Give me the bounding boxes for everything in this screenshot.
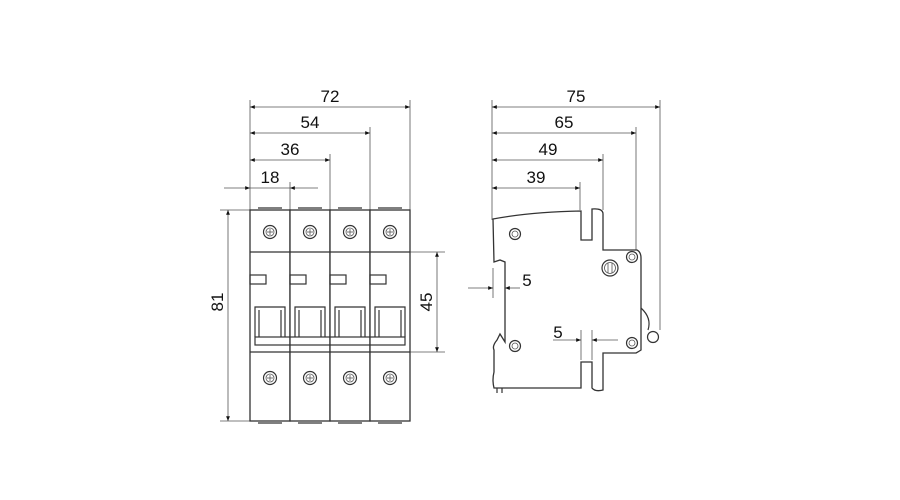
screw-icon-inner [305, 227, 315, 237]
screw-icon-inner [265, 227, 275, 237]
dim-label-54: 54 [301, 113, 320, 132]
toggle-slot [374, 306, 406, 337]
dim-label-49: 49 [539, 140, 558, 159]
dim-label-75: 75 [567, 87, 586, 106]
screw-icon [342, 370, 358, 386]
side-profile [492, 208, 642, 392]
status-window [289, 274, 307, 285]
screw-icon-inner [345, 227, 355, 237]
screw-icon [262, 370, 278, 386]
toggle-slot [294, 306, 326, 337]
handle-bar [254, 336, 406, 346]
screw-icon-inner [345, 373, 355, 383]
dim-label-36: 36 [281, 140, 300, 159]
dim-label-39: 39 [527, 168, 546, 187]
screw-icon [262, 224, 278, 240]
screw-icon [302, 370, 318, 386]
side-view: 75 65 49 39 5 5 [468, 87, 661, 393]
dim-label-45: 45 [417, 293, 436, 312]
screw-icon-inner [385, 373, 395, 383]
side-rivets [508, 227, 639, 353]
status-window [329, 274, 347, 285]
pole-body [249, 209, 291, 422]
dim-label-72: 72 [321, 87, 340, 106]
dim-label-18: 18 [261, 168, 280, 187]
side-extension-lines [491, 100, 661, 330]
pole-body [369, 209, 411, 422]
screw-icon-inner [305, 373, 315, 383]
screw-icon-inner [385, 227, 395, 237]
front-extension-lines [220, 100, 445, 422]
front-view: 72 54 36 18 81 45 [208, 87, 445, 424]
status-window [369, 274, 387, 285]
dim-label-81: 81 [208, 293, 227, 312]
breaker-poles [249, 207, 411, 424]
screw-icon [382, 224, 398, 240]
screw-icon [302, 224, 318, 240]
terminal-screw-icon [601, 259, 619, 277]
screw-icon [382, 370, 398, 386]
pole-body [289, 209, 331, 422]
pole-body [329, 209, 371, 422]
toggle-slot [254, 306, 286, 337]
status-window [249, 274, 267, 285]
test-knob [640, 307, 660, 344]
dim-label-5-rail: 5 [522, 271, 531, 290]
screw-icon-inner [265, 373, 275, 383]
screw-icon [342, 224, 358, 240]
side-inner-extension-lines [492, 268, 593, 360]
toggle-slot [334, 306, 366, 337]
dim-label-5-slot: 5 [553, 323, 562, 342]
dim-label-65: 65 [555, 113, 574, 132]
